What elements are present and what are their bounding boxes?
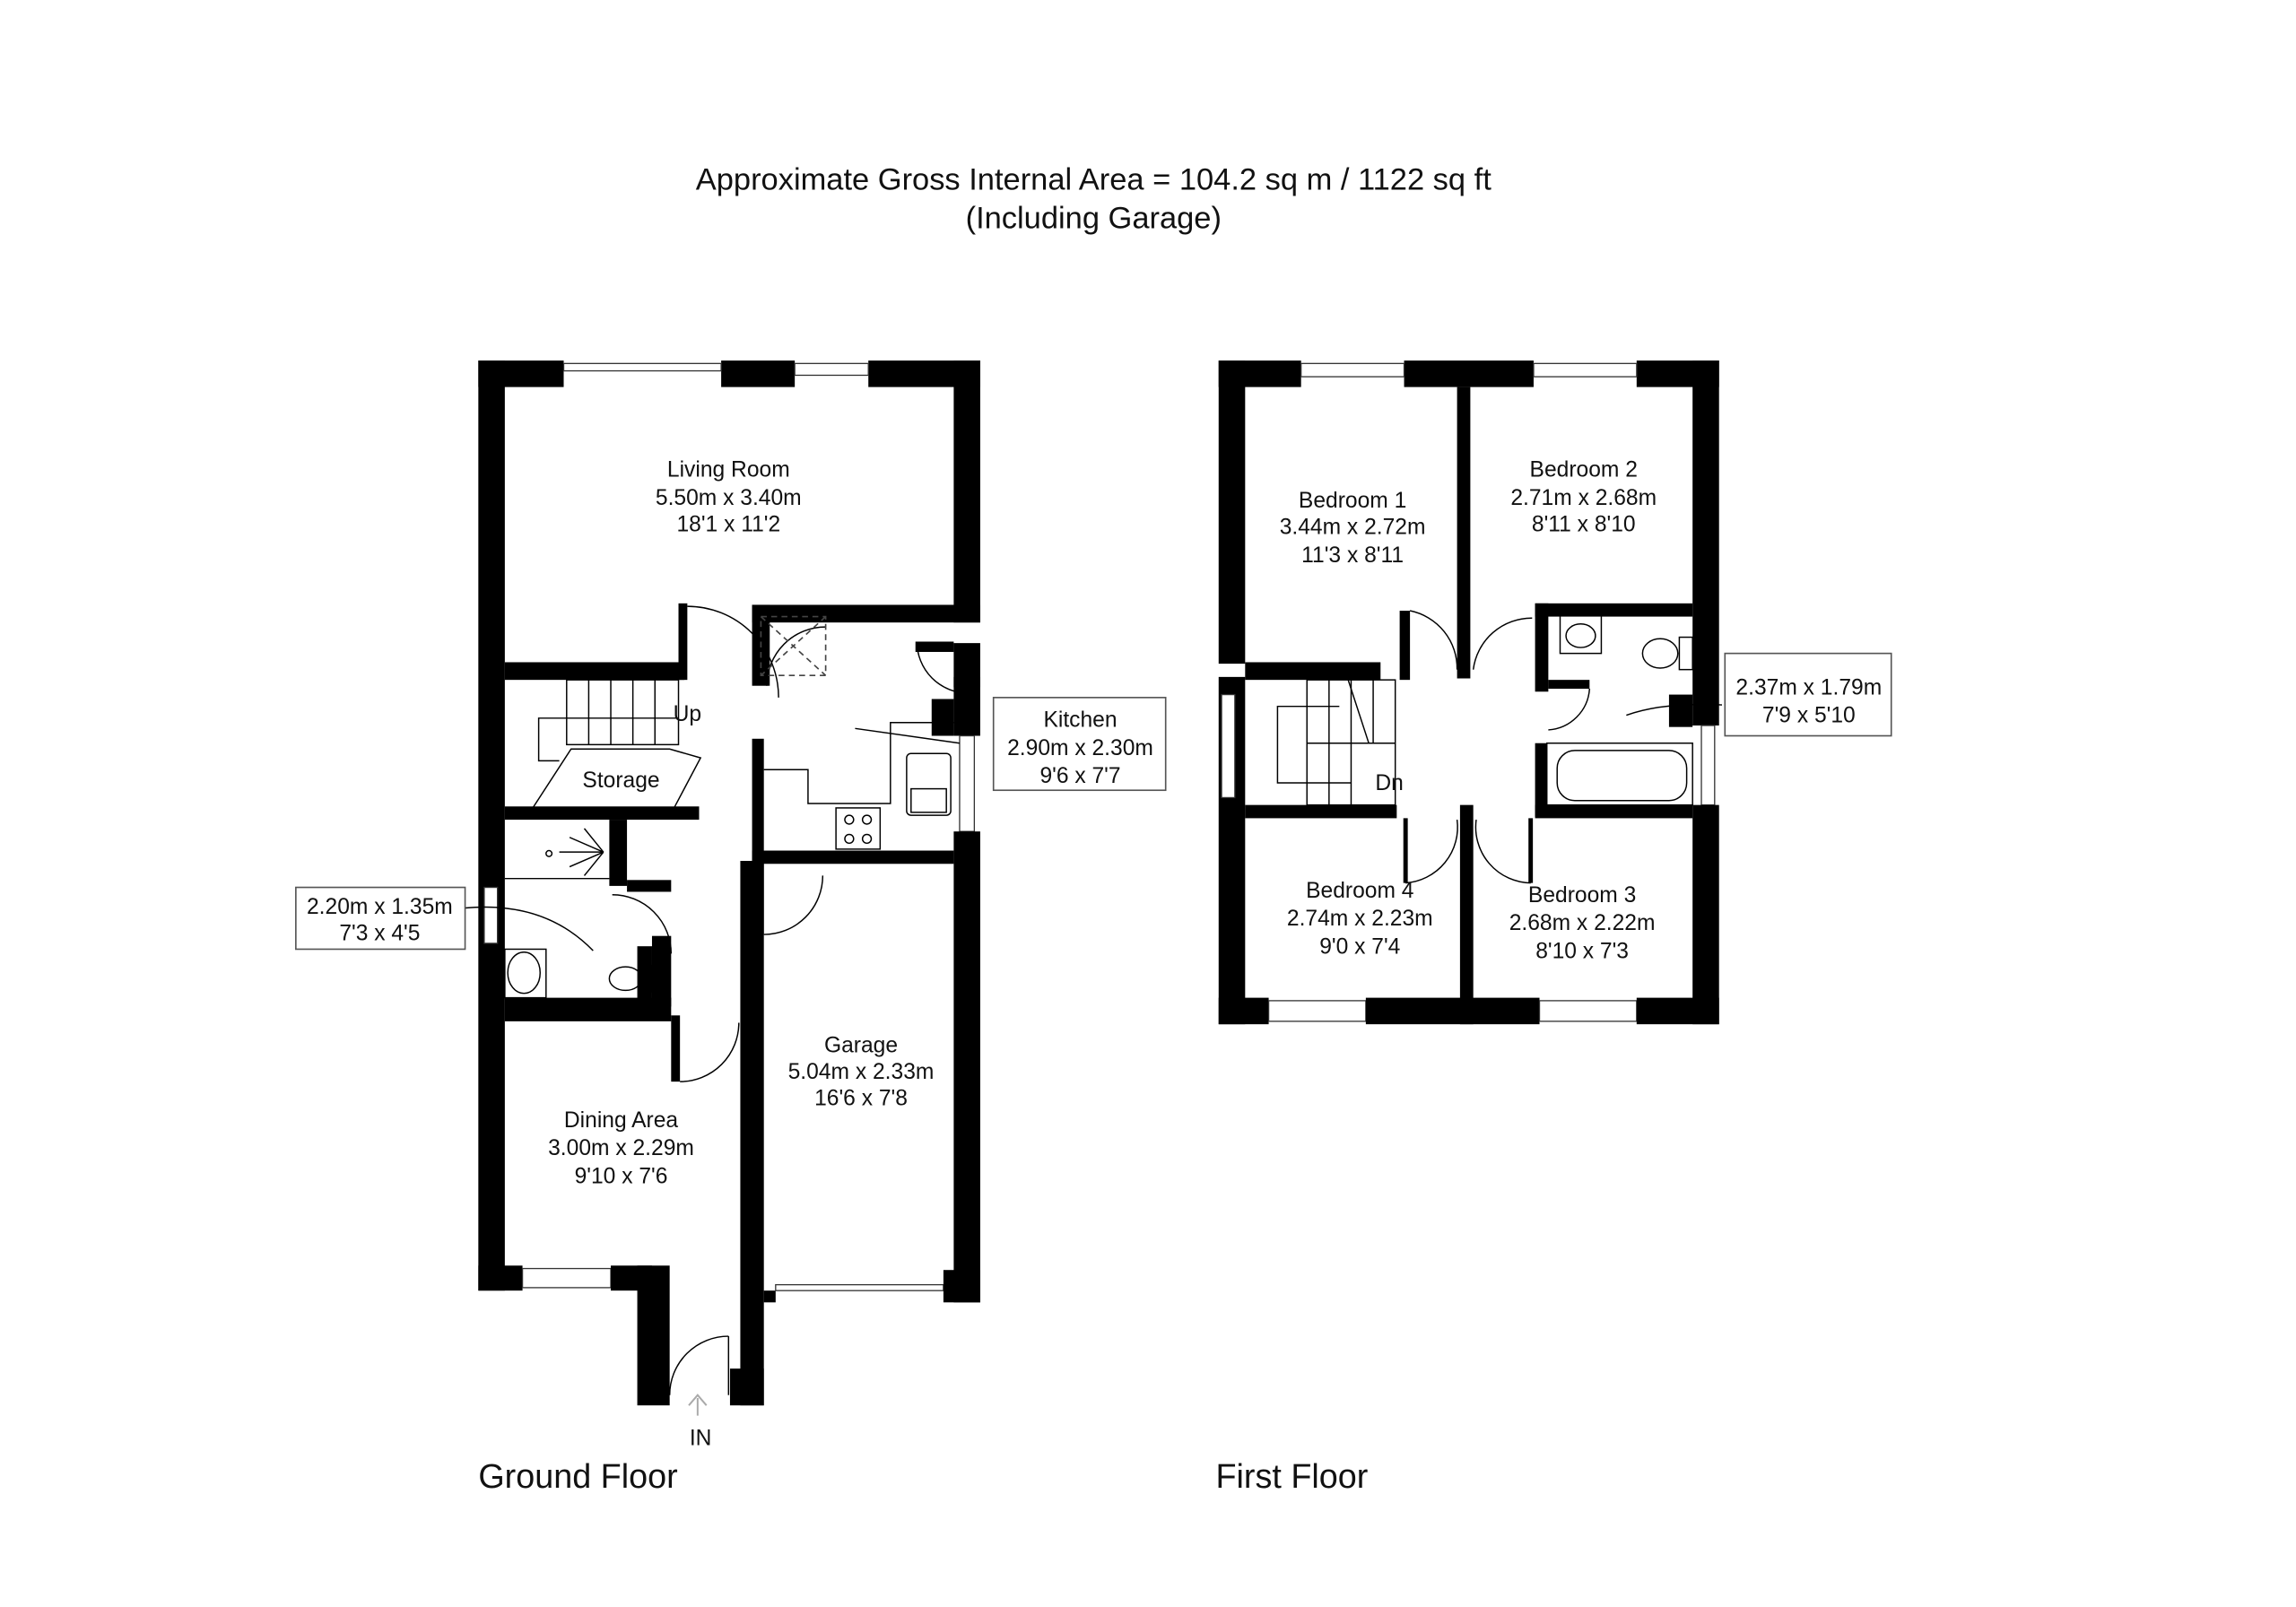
bath-icon: [1556, 750, 1688, 802]
toilet-icon: [608, 966, 643, 992]
svg-text:2.68m x 2.22m: 2.68m x 2.22m: [1509, 911, 1656, 935]
svg-text:Dining Area: Dining Area: [564, 1108, 679, 1133]
room-living-room: Living Room 5.50m x 3.40m 18'1 x 11'2: [656, 458, 802, 537]
svg-text:2.37m x 1.79m: 2.37m x 1.79m: [1735, 676, 1882, 700]
first-stairs: [1276, 679, 1396, 806]
gross-area-title: Approximate Gross Internal Area = 104.2 …: [696, 163, 1492, 197]
room-dining-area: Dining Area 3.00m x 2.29m 9'10 x 7'6: [548, 1108, 694, 1188]
ground-floor-label: Ground Floor: [478, 1457, 677, 1495]
first-floor-plan: Bedroom 1 3.44m x 2.72m 11'3 x 8'11 Bedr…: [1215, 360, 1892, 1495]
svg-text:3.44m x 2.72m: 3.44m x 2.72m: [1280, 516, 1426, 540]
room-bedroom-2: Bedroom 2 2.71m x 2.68m 8'11 x 8'10: [1510, 458, 1657, 537]
svg-text:9'0 x 7'4: 9'0 x 7'4: [1319, 934, 1400, 959]
sink-icon: [906, 752, 952, 816]
first-floor-label: First Floor: [1215, 1457, 1368, 1495]
svg-text:8'10 x 7'3: 8'10 x 7'3: [1535, 939, 1629, 963]
entrance-label: IN: [690, 1426, 712, 1450]
ground-stairs: [537, 679, 680, 762]
svg-text:7'3 x 4'5: 7'3 x 4'5: [339, 922, 420, 946]
room-bedroom-1: Bedroom 1 3.44m x 2.72m 11'3 x 8'11: [1280, 489, 1426, 568]
basin-icon: [1565, 623, 1596, 648]
ground-floor-plan: IN Living Room 5.50m x 3.40m 18'1 x 11'2…: [295, 360, 1167, 1495]
svg-text:Kitchen: Kitchen: [1043, 708, 1117, 733]
room-garage: Garage 5.04m x 2.33m 16'6 x 7'8: [788, 1033, 935, 1110]
svg-text:Bedroom 2: Bedroom 2: [1530, 458, 1638, 482]
svg-text:2.90m x 2.30m: 2.90m x 2.30m: [1007, 736, 1153, 760]
svg-text:2.20m x 1.35m: 2.20m x 1.35m: [307, 895, 453, 919]
room-bathroom-label-box: 2.37m x 1.79m 7'9 x 5'10: [1724, 652, 1892, 737]
svg-text:Garage: Garage: [824, 1033, 898, 1057]
svg-text:2.71m x 2.68m: 2.71m x 2.68m: [1510, 486, 1657, 510]
svg-text:Bedroom 3: Bedroom 3: [1528, 883, 1636, 908]
svg-text:3.00m x 2.29m: 3.00m x 2.29m: [548, 1136, 694, 1160]
svg-text:2.74m x 2.23m: 2.74m x 2.23m: [1287, 907, 1433, 931]
svg-text:18'1 x 11'2: 18'1 x 11'2: [676, 512, 780, 536]
room-bedroom-4: Bedroom 4 2.74m x 2.23m 9'0 x 7'4: [1287, 879, 1433, 959]
svg-text:11'3 x 8'11: 11'3 x 8'11: [1301, 543, 1404, 568]
hob-icon: [835, 807, 882, 850]
svg-text:7'9 x 5'10: 7'9 x 5'10: [1762, 704, 1856, 728]
svg-text:5.50m x 3.40m: 5.50m x 3.40m: [656, 486, 802, 510]
gross-area-note: (Including Garage): [966, 201, 1222, 235]
svg-text:9'6 x 7'7: 9'6 x 7'7: [1039, 764, 1120, 788]
entrance-arrow-icon: [688, 1394, 708, 1416]
shower-icon: [504, 828, 610, 880]
basin-icon: [507, 951, 541, 995]
svg-text:Bedroom 1: Bedroom 1: [1299, 489, 1406, 513]
room-storage: Storage: [582, 769, 659, 793]
room-shower-room-label-box: 2.20m x 1.35m 7'3 x 4'5: [295, 886, 466, 951]
svg-text:Bedroom 4: Bedroom 4: [1306, 879, 1413, 903]
first-stairs-down-label: Dn: [1375, 771, 1403, 795]
room-bedroom-3: Bedroom 3 2.68m x 2.22m 8'10 x 7'3: [1509, 883, 1656, 963]
toilet-icon: [1641, 638, 1679, 669]
ground-stairs-up-label: Up: [674, 702, 701, 726]
room-kitchen-label-box: Kitchen 2.90m x 2.30m 9'6 x 7'7: [992, 697, 1167, 792]
svg-text:5.04m x 2.33m: 5.04m x 2.33m: [788, 1060, 935, 1084]
svg-text:Living Room: Living Room: [667, 458, 790, 482]
svg-text:9'10 x 7'6: 9'10 x 7'6: [575, 1164, 668, 1188]
svg-text:8'11 x 8'10: 8'11 x 8'10: [1532, 512, 1636, 536]
svg-text:16'6 x 7'8: 16'6 x 7'8: [814, 1086, 908, 1110]
storage-cupboard: [531, 748, 702, 809]
